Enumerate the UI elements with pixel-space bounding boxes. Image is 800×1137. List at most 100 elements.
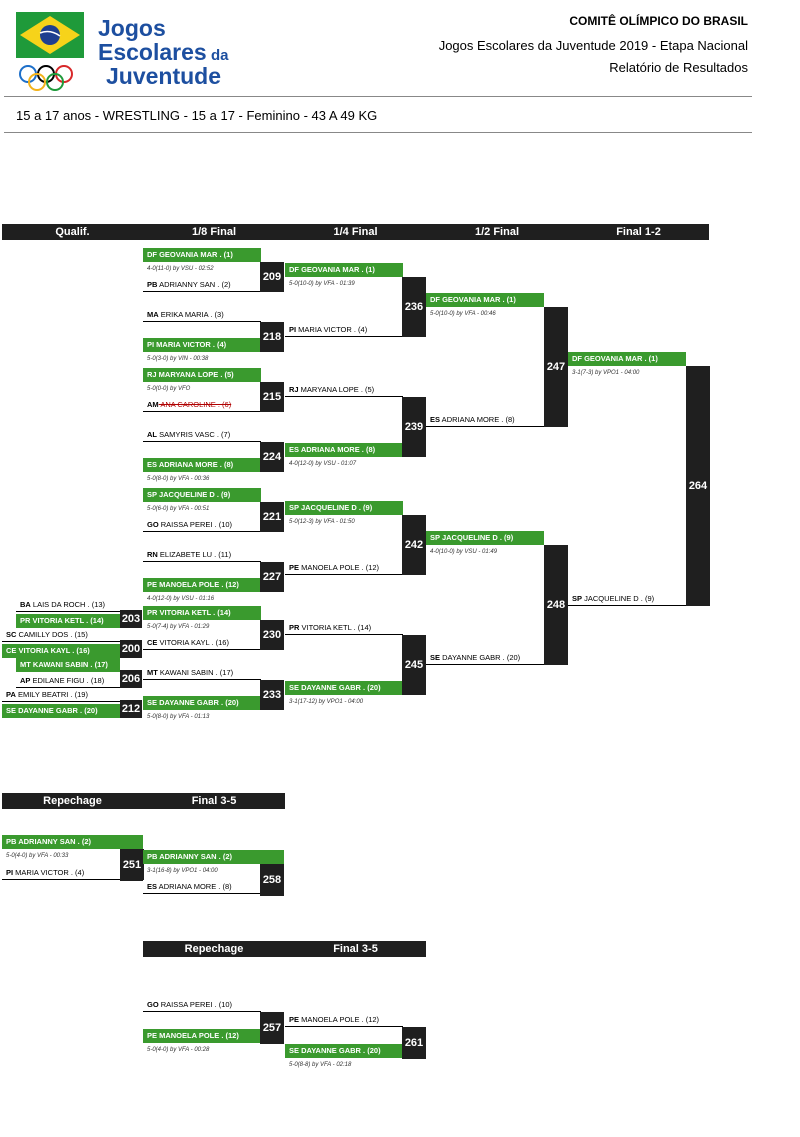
athlete-slot: PE MANOELA POLE . (12) (143, 578, 261, 592)
athlete-state: SP (430, 533, 440, 542)
athlete-slot: ES ADRIANA MORE . (8) (426, 413, 544, 427)
athlete-name: MANOELA POLE . (12) (157, 1031, 239, 1040)
final35-header: Final 3-5 (143, 793, 285, 809)
match-result: 5-0(12-3) by VFA - 01:50 (289, 519, 355, 525)
athlete-name: KAWANI SABIN . (17) (157, 668, 234, 677)
repechage-header: Repechage (2, 793, 143, 809)
match-result: 5-0(6-0) by VFA - 00:51 (147, 506, 210, 512)
athlete-name: DAYANNE GABR . (20) (299, 1046, 381, 1055)
svg-text:da: da (211, 47, 229, 64)
athlete-state: PA (6, 690, 16, 699)
athlete-state: AL (147, 430, 157, 439)
athlete-slot: SE DAYANNE GABR . (20) (143, 696, 261, 710)
athlete-name: DAYANNE GABR . (20) (440, 653, 521, 662)
athlete-slot: DF GEOVANIA MAR . (1) (143, 248, 261, 262)
athlete-slot: PB ADRIANNY SAN . (2) (2, 835, 143, 849)
athlete-slot: PE MANOELA POLE . (12) (285, 561, 403, 575)
athlete-name: JACQUELINE D . (9) (439, 533, 514, 542)
athlete-state: MT (20, 660, 31, 669)
match-number: 245 (402, 635, 426, 695)
category-title: 15 a 17 anos - WRESTLING - 15 a 17 - Fem… (16, 108, 378, 123)
athlete-name: MARIA VICTOR . (4) (154, 340, 227, 349)
match-number: 233 (260, 680, 284, 710)
repechage-header-2: Repechage (143, 941, 285, 957)
athlete-state: AP (20, 676, 31, 685)
svg-text:Juventude: Juventude (106, 63, 221, 89)
athlete-slot: PE MANOELA POLE . (12) (143, 1029, 284, 1043)
match-result: 4-0(12-0) by VSU - 01:16 (147, 596, 215, 602)
athlete-state: MT (147, 668, 158, 677)
athlete-name: MARYANA LOPE . (5) (298, 385, 375, 394)
athlete-slot: SE DAYANNE GABR . (20) (285, 1044, 426, 1058)
athlete-name: EMILY BEATRI . (19) (15, 690, 88, 699)
athlete-slot: PR VITORIA KETL . (14) (16, 614, 120, 628)
match-result: 4-0(10-0) by VSU - 01:49 (430, 549, 498, 555)
athlete-state: PE (289, 1015, 300, 1024)
athlete-slot: BA LAIS DA ROCH . (13) (16, 598, 120, 612)
athlete-state: MA (147, 310, 159, 319)
athlete-slot: GO RAISSA PEREI . (10) (143, 998, 261, 1012)
match-result: 5-0(0-0) by VFO (147, 386, 191, 392)
athlete-name: ADRIANA MORE . (8) (440, 415, 515, 424)
athlete-slot: PI MARIA VICTOR . (4) (285, 323, 403, 337)
match-number: 257 (260, 1012, 284, 1044)
event-logo: Jogos Escolares da Juventude (16, 12, 256, 92)
athlete-name: GEOVANIA MAR . (1) (299, 265, 375, 274)
athlete-slot: SE DAYANNE GABR . (20) (426, 651, 544, 665)
athlete-name: VITORIA KAYL . (16) (157, 638, 229, 647)
match-number: 248 (544, 545, 568, 665)
athlete-name: ELIZABETE LU . (11) (157, 550, 232, 559)
athlete-state: SE (6, 706, 17, 715)
athlete-state: GO (147, 1000, 159, 1009)
round-header-qf: 1/4 Final (285, 224, 426, 240)
svg-text:Escolares: Escolares (98, 39, 207, 65)
athlete-slot: RJ MARYANA LOPE . (5) (285, 383, 403, 397)
athlete-state: SP (572, 594, 583, 603)
match-number: 224 (260, 442, 284, 472)
athlete-state: ES (289, 445, 300, 454)
athlete-state: PE (147, 1031, 158, 1040)
match-number: 236 (402, 277, 426, 337)
athlete-name: MARIA VICTOR . (4) (13, 868, 85, 877)
athlete-name: GEOVANIA MAR . (1) (157, 250, 233, 259)
athlete-state: PB (147, 280, 158, 289)
athlete-state: AM (147, 400, 159, 409)
athlete-slot: ES ADRIANA MORE . (8) (285, 443, 403, 457)
athlete-state: PR (20, 616, 31, 625)
athlete-name: KAWANI SABIN . (17) (30, 660, 108, 669)
athlete-slot: SP JACQUELINE D . (9) (568, 592, 686, 606)
event-name: Jogos Escolares da Juventude 2019 - Etap… (438, 38, 748, 53)
match-number: 221 (260, 502, 284, 532)
athlete-state: BA (20, 600, 31, 609)
athlete-name: ANA CAROLINE . (6) (158, 400, 232, 409)
athlete-name: DAYANNE GABR . (20) (299, 683, 381, 692)
divider (4, 96, 752, 97)
athlete-slot: SC CAMILLY DOS . (15) (2, 628, 120, 642)
round-header-r16: 1/8 Final (143, 224, 285, 240)
athlete-slot: RN ELIZABETE LU . (11) (143, 548, 261, 562)
athlete-name: ADRIANA MORE . (8) (299, 445, 376, 454)
athlete-slot: SE DAYANNE GABR . (20) (285, 681, 403, 695)
match-number: 251 (120, 849, 144, 881)
athlete-slot: AL SAMYRIS VASC . (7) (143, 428, 261, 442)
athlete-state: ES (147, 460, 158, 469)
divider (4, 132, 752, 133)
match-number: 230 (260, 620, 284, 650)
athlete-name: ADRIANA MORE . (8) (157, 882, 232, 891)
athlete-name: RAISSA PEREI . (10) (158, 520, 233, 529)
athlete-state: ES (430, 415, 441, 424)
match-result: 5-0(10-0) by VFA - 00:46 (430, 311, 496, 317)
athlete-state: CE (6, 646, 17, 655)
athlete-name: RAISSA PEREI . (10) (158, 1000, 233, 1009)
athlete-state: SE (147, 698, 158, 707)
final35-header-2: Final 3-5 (285, 941, 426, 957)
athlete-state: PR (289, 623, 300, 632)
match-result: 5-0(7-4) by VFA - 01:29 (147, 624, 210, 630)
match-result: 5-0(8-0) by VFA - 01:13 (147, 714, 210, 720)
athlete-name: VITORIA KETL . (14) (30, 616, 104, 625)
athlete-state: DF (572, 354, 582, 363)
svg-text:Jogos: Jogos (98, 15, 166, 41)
athlete-slot: CE VITORIA KAYL . (16) (2, 644, 120, 658)
athlete-state: PI (147, 340, 155, 349)
athlete-state: DF (289, 265, 299, 274)
